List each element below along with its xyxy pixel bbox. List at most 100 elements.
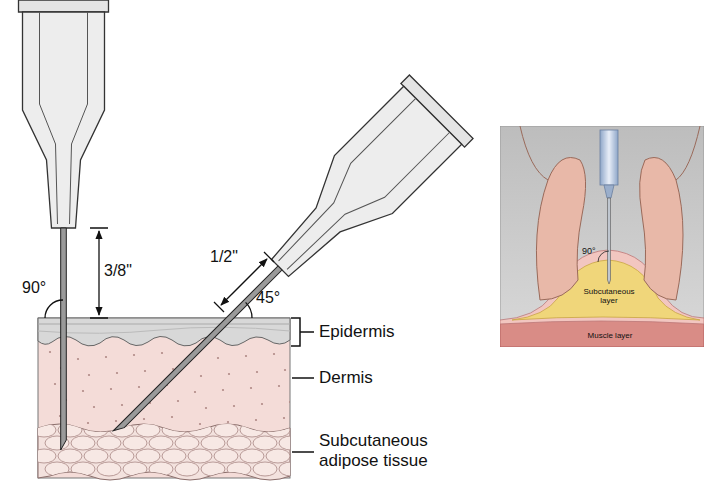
fat-cell bbox=[266, 423, 290, 437]
angle-arc bbox=[45, 300, 63, 318]
leader-line bbox=[292, 377, 314, 379]
dermis-dot bbox=[54, 383, 56, 385]
needle bbox=[113, 266, 282, 435]
dermis-dot bbox=[256, 371, 258, 373]
dermis-dot bbox=[116, 372, 118, 374]
muscle-layer bbox=[500, 319, 704, 347]
fat-cell bbox=[279, 436, 303, 450]
dermis-dot bbox=[278, 385, 280, 387]
inset-syringe-tip bbox=[604, 185, 614, 198]
fat-cell bbox=[45, 462, 69, 476]
dermis-dot bbox=[283, 417, 285, 419]
fat-cell bbox=[214, 449, 238, 463]
finger bbox=[536, 158, 585, 301]
angle-label: 90° bbox=[22, 279, 46, 297]
fat-cell bbox=[253, 436, 277, 450]
layer-label: Subcutaneous layer bbox=[582, 287, 636, 305]
dermis-dot bbox=[222, 389, 224, 391]
needle bbox=[61, 228, 67, 450]
fat-cell bbox=[214, 423, 238, 437]
inset-illustration bbox=[500, 126, 704, 347]
fat-cell bbox=[110, 449, 134, 463]
dermis-dot bbox=[284, 369, 286, 371]
dermis-dot bbox=[177, 400, 179, 402]
fat-cell bbox=[136, 449, 160, 463]
dermis-dot bbox=[49, 351, 51, 353]
dermis-texture bbox=[49, 351, 290, 425]
syringe-inner bbox=[266, 98, 450, 282]
dermis-dot bbox=[245, 355, 247, 357]
dermis-dot bbox=[133, 354, 135, 356]
syringe-hub bbox=[251, 86, 462, 297]
epidermis-stratum bbox=[38, 324, 290, 325]
fat-cell bbox=[266, 449, 290, 463]
syringe-flange bbox=[19, 0, 109, 12]
epidermis-bracket bbox=[291, 318, 314, 346]
dimension-label: 1/2" bbox=[210, 248, 238, 266]
fat-cell bbox=[240, 423, 264, 437]
thumb bbox=[640, 158, 683, 301]
dermis-dot bbox=[289, 401, 290, 403]
dimension-label: 3/8" bbox=[104, 262, 132, 280]
dermis-dot bbox=[227, 421, 229, 423]
dermis-dot bbox=[77, 358, 79, 360]
skin-section bbox=[32, 318, 303, 480]
layer-label: Subcutaneous adipose tissue bbox=[319, 431, 449, 470]
syringe-angled bbox=[83, 75, 473, 465]
dimension-line bbox=[98, 231, 99, 315]
fat-cell bbox=[253, 462, 277, 476]
angle-label: 90° bbox=[582, 246, 596, 256]
layer-label: Dermis bbox=[319, 368, 373, 388]
dermis-dot bbox=[82, 390, 84, 392]
dermis-dot bbox=[138, 386, 140, 388]
dermis-dot bbox=[171, 416, 173, 418]
fat-cell bbox=[175, 436, 199, 450]
fat-cell bbox=[84, 449, 108, 463]
fat-cell bbox=[32, 449, 56, 463]
dermis-dot bbox=[250, 387, 252, 389]
fat-cell bbox=[201, 462, 225, 476]
angle-arc bbox=[246, 302, 252, 318]
fat-cell bbox=[84, 423, 108, 437]
dermis-dot bbox=[87, 422, 89, 424]
dermis-dot bbox=[93, 406, 95, 408]
epidermis-stratum bbox=[38, 327, 290, 333]
fat-cell bbox=[71, 462, 95, 476]
fat-cell bbox=[175, 462, 199, 476]
fat-cell bbox=[58, 449, 82, 463]
fat-cell bbox=[279, 462, 303, 476]
epidermis-layer bbox=[38, 318, 290, 346]
dermis-dot bbox=[194, 391, 196, 393]
fat-cell bbox=[71, 436, 95, 450]
dermis-dot bbox=[161, 352, 163, 354]
dermis-dot bbox=[144, 370, 146, 372]
dermis-dot bbox=[199, 423, 201, 425]
inset-syringe-hub bbox=[600, 130, 618, 185]
fat-cell bbox=[97, 462, 121, 476]
leader-line bbox=[292, 451, 314, 453]
dermis-dot bbox=[200, 375, 202, 377]
dermis-dot bbox=[205, 407, 207, 409]
dermis-dot bbox=[143, 418, 145, 420]
fat-cell bbox=[97, 436, 121, 450]
dermis-dot bbox=[121, 404, 123, 406]
dermis-layer bbox=[38, 318, 290, 478]
fat-cell bbox=[227, 462, 251, 476]
dermis-dot bbox=[261, 403, 263, 405]
fat-cell bbox=[201, 436, 225, 450]
syringe-vertical bbox=[19, 0, 109, 450]
fat-cell bbox=[162, 449, 186, 463]
adipose-layer bbox=[38, 424, 290, 480]
inset-needle bbox=[608, 198, 611, 284]
dermis-dot bbox=[273, 353, 275, 355]
dermis-dot bbox=[88, 374, 90, 376]
angle-label: 45° bbox=[256, 289, 280, 307]
dermis-dot bbox=[255, 419, 257, 421]
inset-frame bbox=[500, 126, 704, 347]
fat-cell bbox=[227, 436, 251, 450]
dermis-dot bbox=[233, 405, 235, 407]
fat-cell bbox=[188, 423, 212, 437]
dermis-dot bbox=[228, 373, 230, 375]
